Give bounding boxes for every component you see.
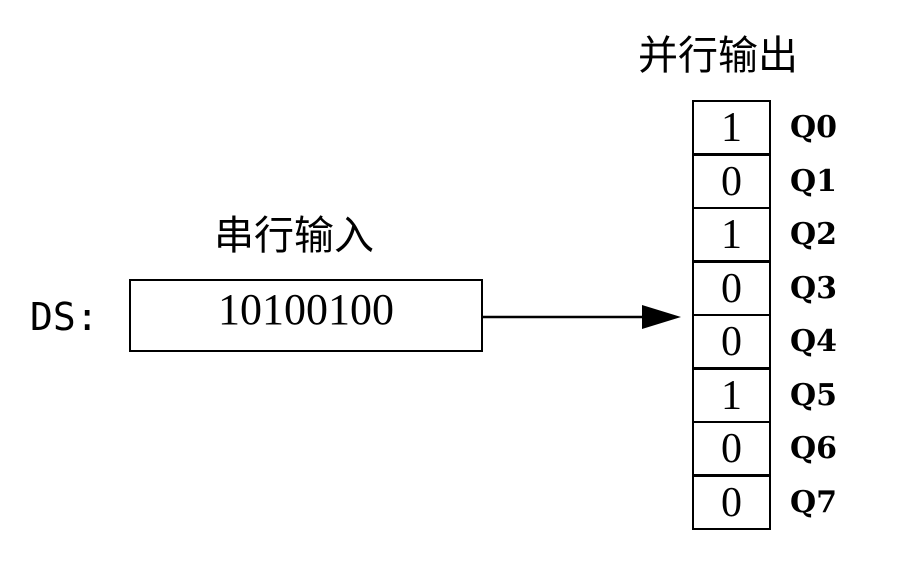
register-cell-7: 0 (692, 475, 771, 530)
register-cell-2: 1 (692, 207, 771, 262)
output-label-q7: Q7 (790, 484, 838, 520)
output-label-q2: Q2 (790, 216, 838, 252)
ds-label: DS: (30, 295, 99, 339)
register-cell-5: 1 (692, 368, 771, 423)
register-cell-3: 0 (692, 261, 771, 316)
output-label-q5: Q5 (790, 377, 838, 413)
serial-input-heading: 串行输入 (214, 213, 374, 259)
serial-input-box (129, 279, 483, 352)
register-cell-6: 0 (692, 421, 771, 476)
output-label-q6: Q6 (790, 430, 838, 466)
output-label-q3: Q3 (790, 270, 838, 306)
output-label-q4: Q4 (790, 323, 838, 359)
register-cell-1: 0 (692, 154, 771, 209)
register-cell-0: 1 (692, 100, 771, 155)
register-cell-4: 0 (692, 314, 771, 369)
arrow-head-icon (642, 305, 681, 329)
output-label-q0: Q0 (790, 109, 838, 145)
output-label-q1: Q1 (790, 163, 838, 199)
parallel-output-heading: 并行输出 (638, 33, 798, 79)
serial-input-value: 10100100 (218, 285, 394, 334)
